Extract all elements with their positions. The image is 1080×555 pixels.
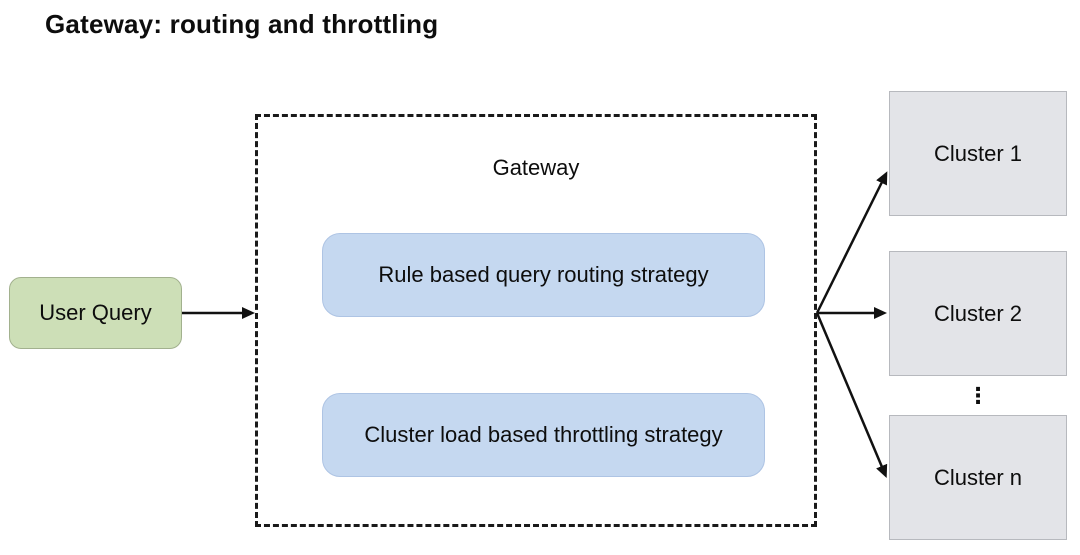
user-query-node: User Query — [9, 277, 182, 349]
user-query-label: User Query — [39, 300, 152, 325]
clusters-ellipsis: ⋮ — [967, 383, 989, 408]
routing-strategy-node: Rule based query routing strategy — [322, 233, 765, 317]
gateway-container: Gateway Rule based query routing strateg… — [255, 114, 817, 527]
arrow-gateway-to-cluster-n — [815, 312, 888, 479]
cluster-1-label: Cluster 1 — [933, 140, 1023, 166]
arrow-gateway-to-cluster-1 — [815, 171, 888, 314]
cluster-2-label: Cluster 2 — [933, 300, 1023, 326]
throttling-strategy-node: Cluster load based throttling strategy — [322, 393, 765, 477]
cluster-2-node: Cluster 2 — [889, 251, 1067, 376]
gateway-label: Gateway — [492, 155, 580, 180]
cluster-1-node: Cluster 1 — [889, 91, 1067, 216]
routing-strategy-label: Rule based query routing strategy — [378, 262, 709, 287]
diagram-title: Gateway: routing and throttling — [45, 9, 439, 39]
throttling-strategy-label: Cluster load based throttling strategy — [364, 422, 723, 447]
cluster-n-node: Cluster n — [889, 415, 1067, 540]
cluster-n-label: Cluster n — [933, 464, 1023, 490]
